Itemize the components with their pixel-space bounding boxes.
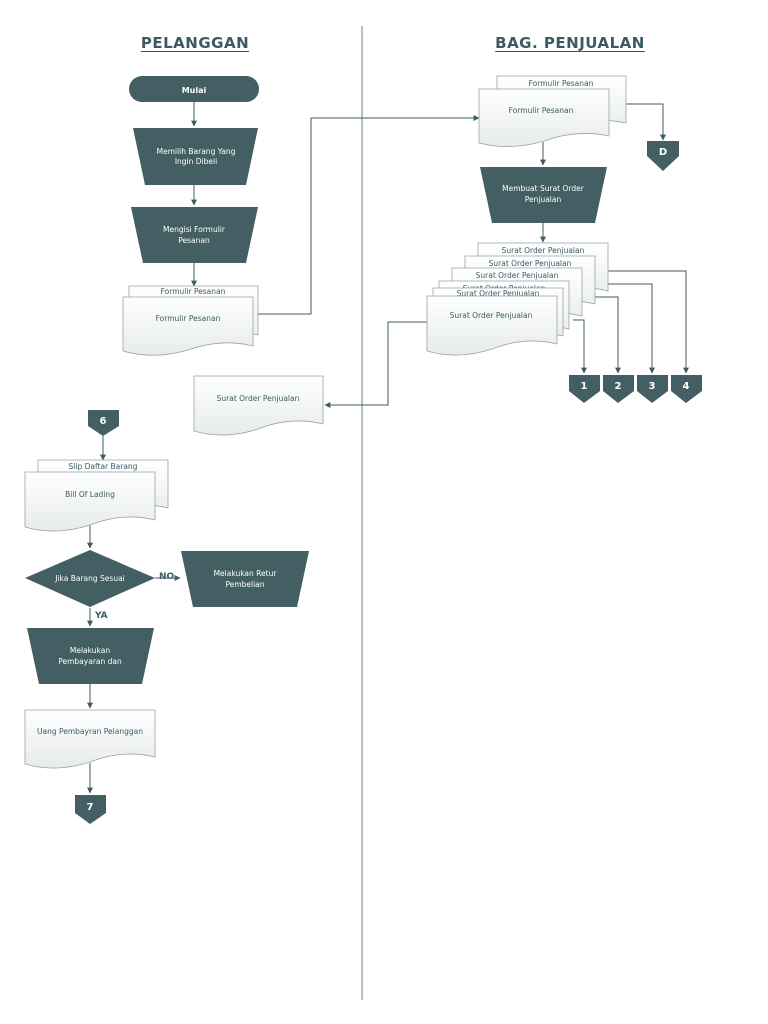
sop-copy-1-label: Surat Order Penjualan: [502, 246, 585, 255]
sales-form-back-label: Formulir Pesanan: [529, 79, 594, 88]
arrow-form-to-d: [625, 103, 666, 141]
form-order-front-label: Formulir Pesanan: [156, 314, 221, 323]
fill-form-line2: Pesanan: [178, 236, 210, 245]
arrow-sop-to-3: [600, 283, 655, 374]
fill-form-line1: Mengisi Formulir: [163, 225, 226, 234]
connector-1: 1: [569, 375, 600, 403]
sop-copy-5-label: Surat Order Penjualan: [457, 289, 540, 298]
retur-line2: Pembelian: [225, 580, 264, 589]
connector-6-label: 6: [100, 416, 107, 427]
sales-form-documents: Formulir Pesanan Formulir Pesanan: [478, 75, 627, 147]
customer-payment-label: Uang Pembayran Pelanggan: [37, 727, 143, 736]
customer-payment-document: Uang Pembayran Pelanggan: [24, 709, 156, 769]
choose-goods-line2: Ingin Dibeli: [175, 157, 217, 166]
start-terminator: Mulai: [129, 76, 259, 102]
form-order-back-label: Formulir Pesanan: [161, 287, 226, 296]
bill-of-lading-label: Bill Of Lading: [65, 490, 115, 499]
arrow-sop-to-4: [604, 270, 689, 374]
payment-line2: Pembayaran dan: [58, 657, 122, 666]
slip-list-label: Slip Daftar Barang: [69, 462, 138, 471]
connectors: [87, 102, 689, 794]
goods-match-decision: Jika Barang Sesuai: [25, 550, 155, 607]
connector-2-label: 2: [615, 381, 622, 392]
arrow-sop-to-customer: [324, 321, 428, 408]
connector-4: 4: [671, 375, 702, 403]
choose-goods-line1: Memilih Barang Yang: [157, 147, 236, 156]
payment-process: Melakukan Pembayaran dan: [27, 628, 154, 684]
sop-copy-3-label: Surat Order Penjualan: [476, 271, 559, 280]
connector-1-label: 1: [581, 381, 588, 392]
retur-line1: Melakukan Retur: [214, 569, 278, 578]
decision-yes-label: YA: [94, 611, 108, 621]
sales-form-front-label: Formulir Pesanan: [509, 106, 574, 115]
form-order-documents: Formulir Pesanan Formulir Pesanan: [122, 285, 259, 356]
connector-3: 3: [637, 375, 668, 403]
sop-front-label: Surat Order Penjualan: [450, 311, 533, 320]
payment-line1: Melakukan: [70, 646, 110, 655]
connector-2: 2: [603, 375, 634, 403]
arrow-sop-to-1: [573, 319, 587, 374]
sop-customer-label: Surat Order Penjualan: [217, 394, 300, 403]
arrow-form-to-sales: [258, 115, 480, 315]
connector-d: D: [647, 141, 679, 171]
make-sop-line2: Penjualan: [525, 195, 562, 204]
make-sop-line1: Membuat Surat Order: [502, 184, 585, 193]
purchase-return-process: Melakukan Retur Pembelian: [181, 551, 309, 607]
make-sales-order-process: Membuat Surat Order Penjualan: [480, 167, 607, 223]
connector-d-label: D: [659, 147, 667, 158]
sales-order-documents: Surat Order Penjualan Surat Order Penjua…: [426, 242, 609, 356]
connector-7-label: 7: [87, 802, 94, 813]
connector-7: 7: [75, 795, 106, 824]
decision-no-label: NO: [159, 572, 175, 582]
lane-title-pelanggan: PELANGGAN: [140, 34, 250, 52]
fill-form-process: Mengisi Formulir Pesanan: [131, 207, 258, 263]
connector-4-label: 4: [683, 381, 690, 392]
shipping-documents: Slip Daftar Barang Bill Of Lading: [24, 459, 169, 532]
start-label: Mulai: [182, 86, 207, 95]
choose-goods-process: Memilih Barang Yang Ingin Dibeli: [133, 128, 258, 185]
decision-label: Jika Barang Sesuai: [54, 574, 125, 583]
lane-title-bag-penjualan: BAG. PENJUALAN: [495, 34, 645, 52]
arrow-sop-to-2: [594, 296, 621, 374]
sop-customer-document: Surat Order Penjualan: [193, 375, 324, 436]
connector-3-label: 3: [649, 381, 656, 392]
sop-copy-2-label: Surat Order Penjualan: [489, 259, 572, 268]
connector-6: 6: [88, 410, 119, 436]
